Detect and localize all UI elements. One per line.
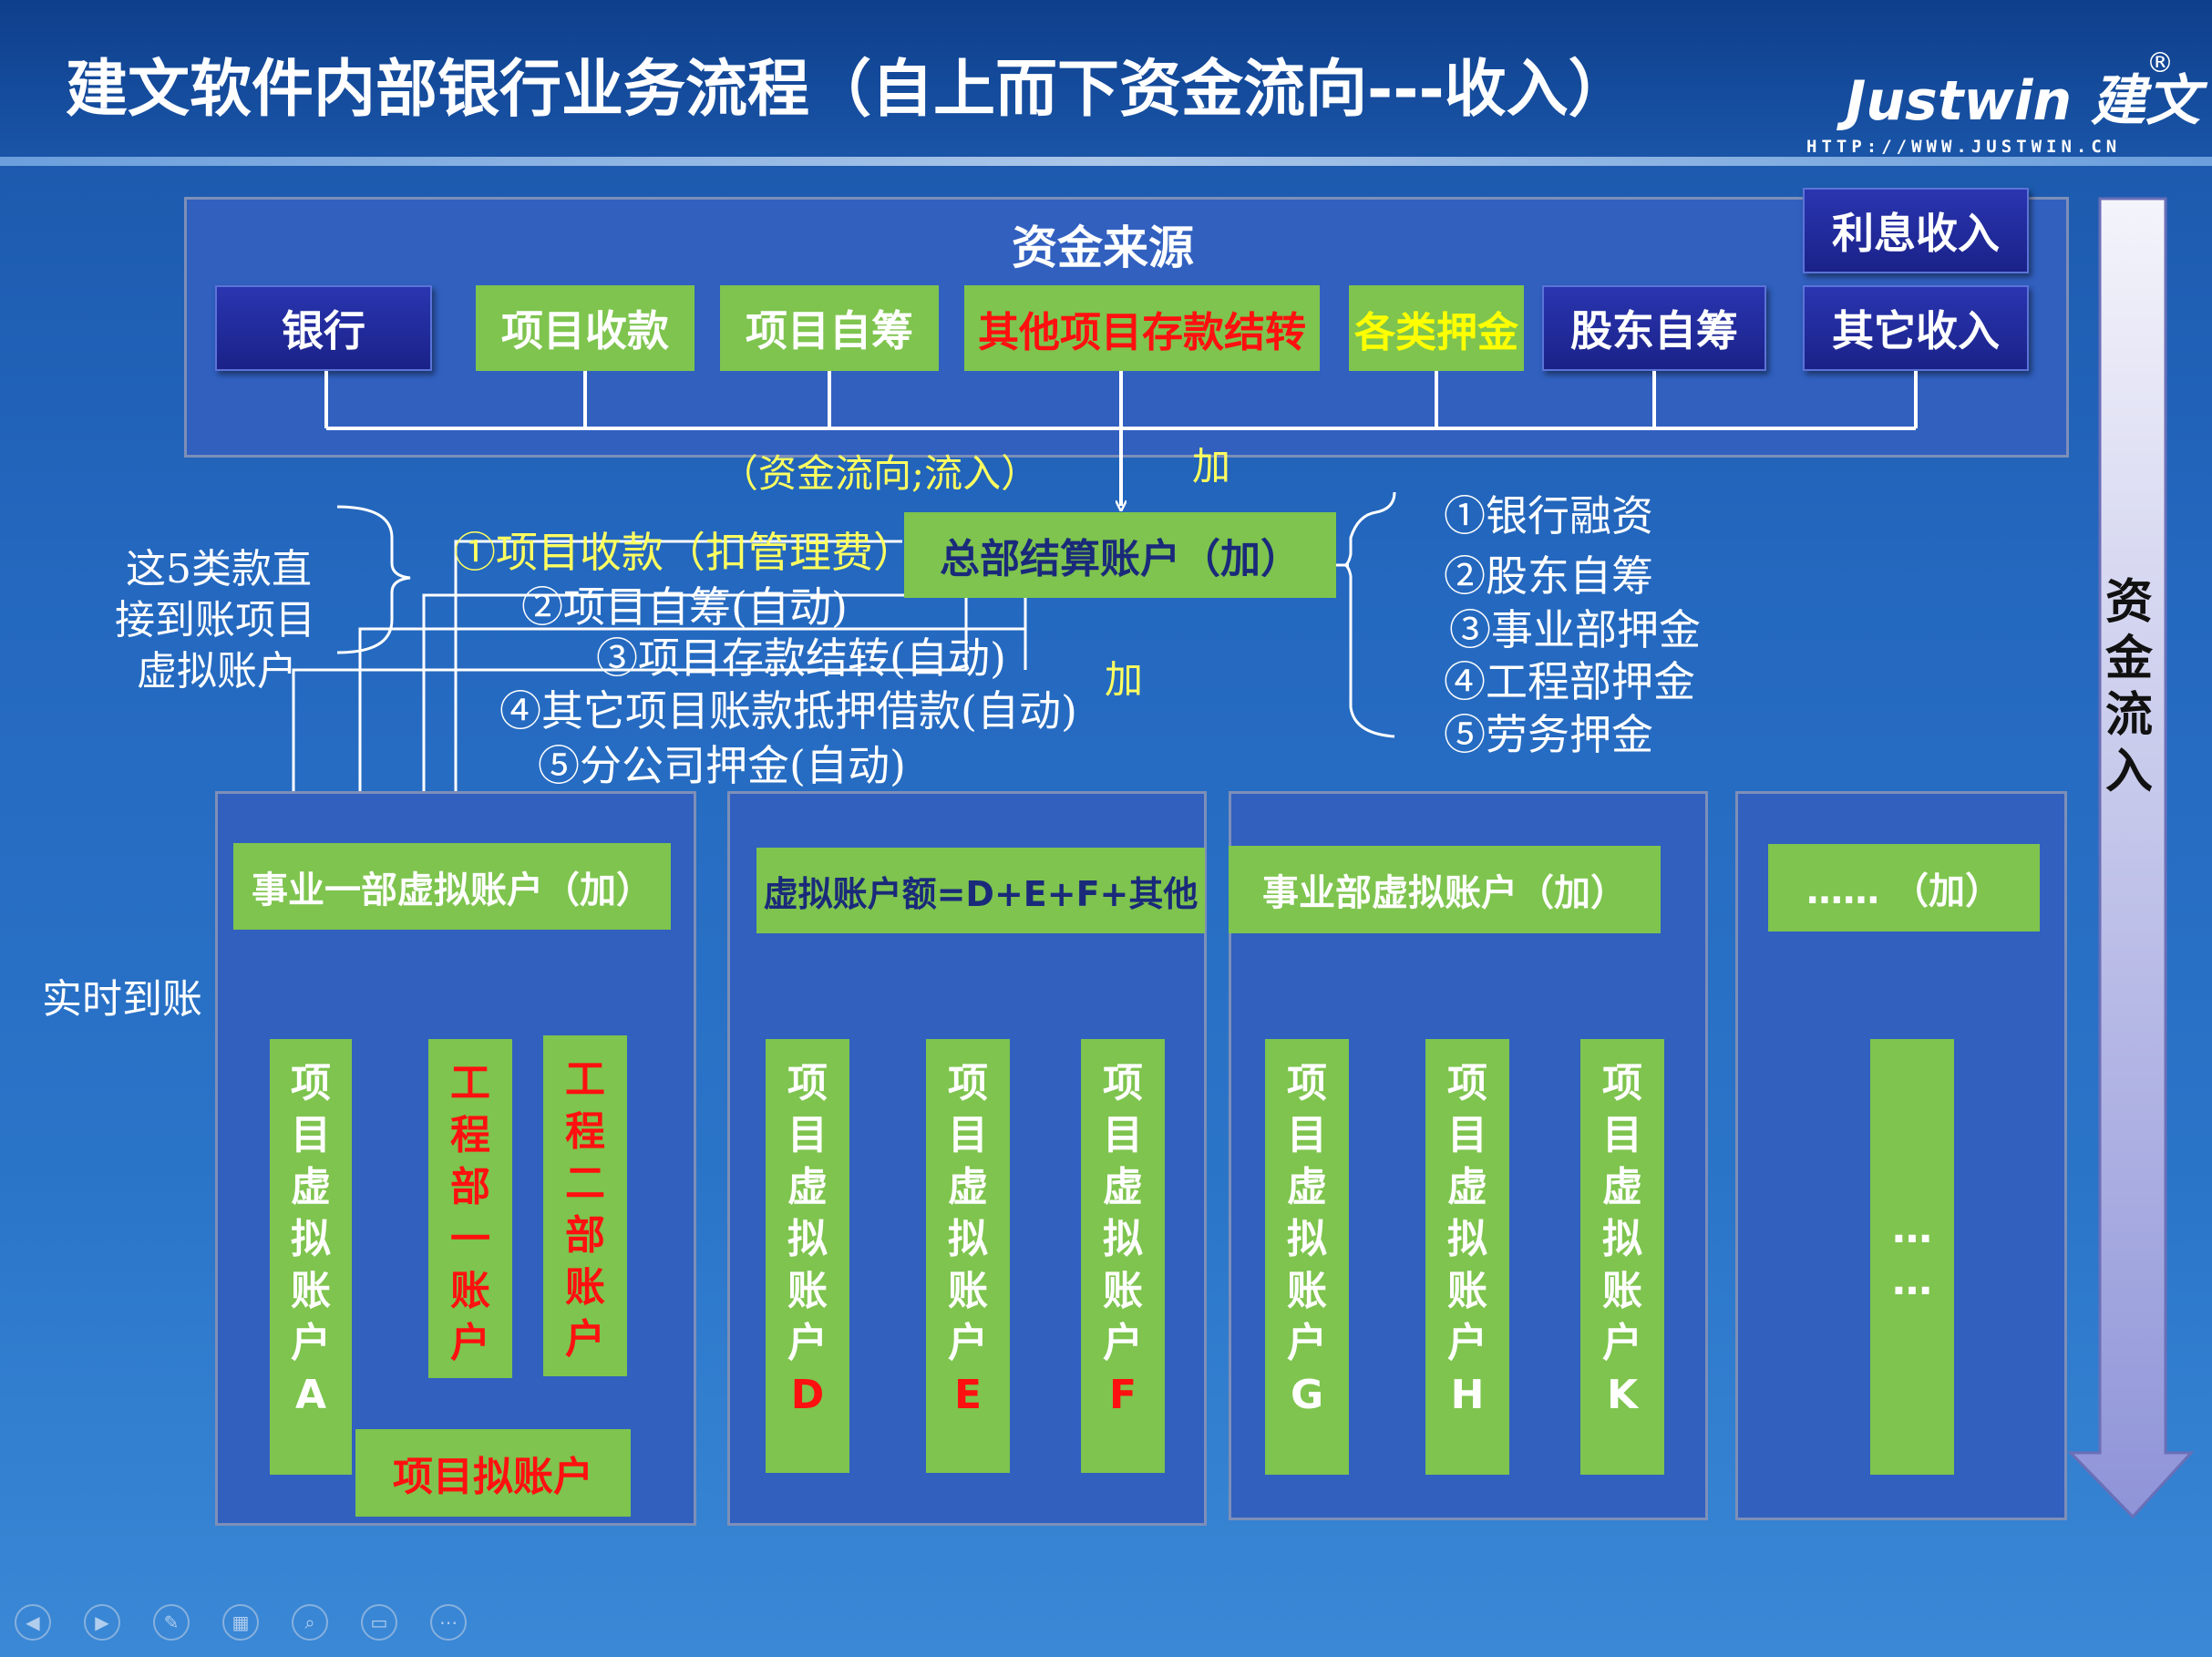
engineering-dept-two-account: 工程二部账户 bbox=[543, 1035, 627, 1376]
more-virtual-account: …… （加） bbox=[1768, 844, 2040, 931]
division-virtual-account: 事业部虚拟账户（加） bbox=[1229, 846, 1661, 933]
funding-sources-title: 资金来源 bbox=[1012, 221, 1194, 274]
fund-inflow-arrow bbox=[2067, 197, 2195, 1519]
screen-icon[interactable]: ▭ bbox=[361, 1604, 397, 1641]
project-proposed-account: 项目拟账户 bbox=[355, 1429, 631, 1517]
add-label-top: 加 bbox=[1192, 444, 1231, 489]
hq-source-1: ①银行融资 bbox=[1444, 491, 1653, 540]
hq-source-2: ②股东自筹 bbox=[1444, 551, 1653, 601]
direct-item-1: ①项目收款（扣管理费） bbox=[454, 528, 915, 577]
hq-source-5: ⑤劳务押金 bbox=[1444, 710, 1653, 759]
zoom-icon[interactable]: ⌕ bbox=[292, 1604, 328, 1641]
slides-icon[interactable]: ▦ bbox=[222, 1604, 259, 1641]
source-deposits: 各类押金 bbox=[1349, 285, 1524, 371]
header-bar bbox=[0, 0, 2212, 160]
page-title: 建文软件内部银行业务流程（自上而下资金流向---收入） bbox=[66, 54, 1631, 126]
direct-item-2: ②项目自筹(自动) bbox=[521, 582, 848, 632]
source-other-income: 其它收入 bbox=[1803, 285, 2029, 371]
engineering-dept-one-account: 工程部一账户 bbox=[428, 1039, 512, 1378]
flow-direction-label: （资金流向;流入） bbox=[720, 451, 1040, 496]
source-project-self-raised: 项目自筹 bbox=[720, 285, 939, 371]
direct-item-4: ④其它项目账款抵押借款(自动) bbox=[499, 686, 1077, 736]
realtime-arrival-label: 实时到账 bbox=[42, 976, 202, 1023]
source-shareholder: 股东自筹 bbox=[1542, 285, 1766, 371]
header-divider bbox=[0, 157, 2212, 166]
direct-note-line-3: 虚拟账户 bbox=[137, 648, 297, 695]
more-project-account: …… bbox=[1870, 1039, 1954, 1475]
more-icon[interactable]: ⋯ bbox=[430, 1604, 467, 1641]
brand-url: HTTP://WWW.JUSTWIN.CN bbox=[1806, 137, 2122, 157]
fund-inflow-label: 资金流入 bbox=[2104, 575, 2153, 799]
division-one-virtual-account: 事业一部虚拟账户（加） bbox=[233, 843, 671, 930]
hq-source-4: ④工程部押金 bbox=[1444, 657, 1695, 706]
hq-settlement-account: 总部结算账户（加） bbox=[904, 512, 1336, 598]
next-icon[interactable]: ▶ bbox=[84, 1604, 120, 1641]
brand-logo: Justwin 建文 bbox=[1846, 69, 2201, 133]
source-other-deposit-transfer: 其他项目存款结转 bbox=[964, 285, 1320, 371]
direct-note-line-1: 这5类款直 bbox=[126, 546, 312, 592]
direct-item-5: ⑤分公司押金(自动) bbox=[538, 741, 906, 790]
source-bank: 银行 bbox=[215, 285, 432, 371]
source-interest-income: 利息收入 bbox=[1803, 188, 2029, 273]
hq-source-3: ③事业部押金 bbox=[1449, 605, 1701, 654]
direct-note-line-2: 接到账项目 bbox=[115, 597, 315, 643]
registered-mark: ® bbox=[2146, 47, 2174, 79]
add-label-mid: 加 bbox=[1105, 657, 1144, 702]
pen-icon[interactable]: ✎ bbox=[153, 1604, 190, 1641]
virtual-account-total: 虚拟账户额=D+E+F+其他 bbox=[756, 848, 1205, 933]
source-project-receipts: 项目收款 bbox=[476, 285, 694, 371]
direct-item-3: ③项目存款结转(自动) bbox=[596, 633, 1006, 683]
prev-icon[interactable]: ◀ bbox=[15, 1604, 51, 1641]
